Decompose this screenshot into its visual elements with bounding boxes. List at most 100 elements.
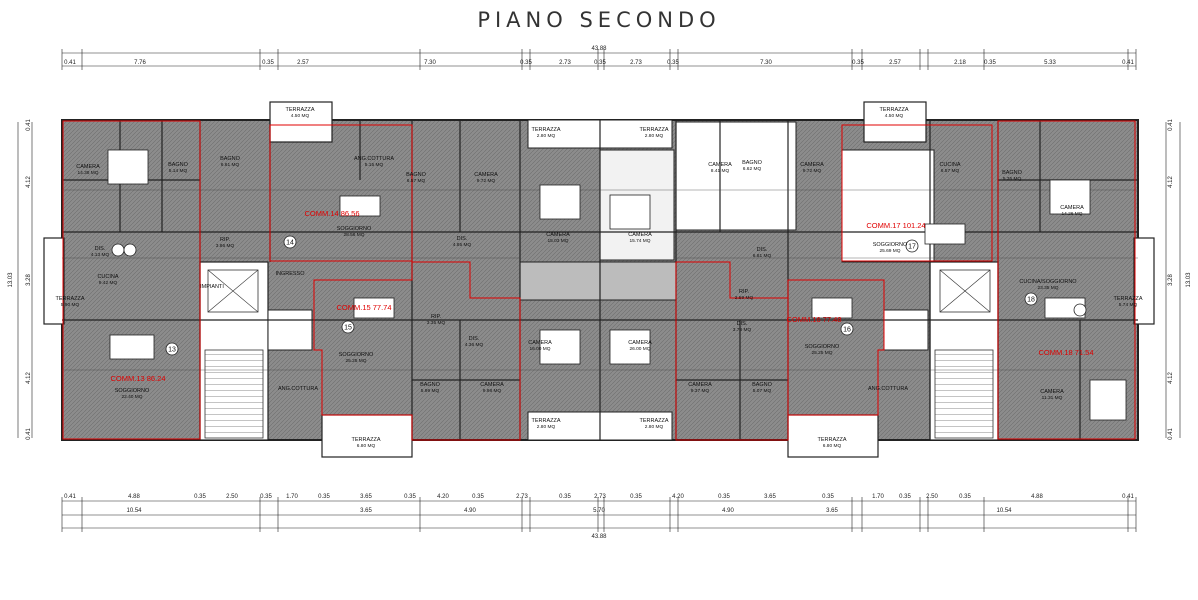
bottom-dimension-label: 0.35 — [194, 494, 206, 500]
bottom-dimension-label: 4.20 — [672, 494, 684, 500]
right-dimension-label: 0.41 — [1168, 428, 1174, 440]
room-name: TERRAZZA — [879, 107, 908, 113]
room-name: CAMERA — [628, 340, 652, 346]
top-dimension-label: 7.30 — [760, 60, 772, 66]
room-name: CAMERA — [688, 382, 712, 388]
unit-number: 14 — [286, 240, 294, 247]
unit-label: COMM.14 86.56 — [304, 209, 359, 218]
unit-number-circle — [840, 322, 854, 336]
room-name: RIP. — [431, 314, 441, 320]
room-area: 15.74 MQ — [629, 238, 650, 244]
room-area: 5.15 MQ — [365, 162, 384, 168]
top-dimension-label: 0.41 — [1122, 60, 1134, 66]
left-dimension-label: 3.28 — [26, 274, 32, 286]
room-name: CAMERA — [628, 232, 652, 238]
room-area: 6.62 MQ — [743, 166, 762, 172]
room-name: BAGNO — [1002, 170, 1023, 176]
bottom-dimension-label: 2.73 — [516, 494, 528, 500]
room-name: BAGNO — [420, 382, 441, 388]
bottom-dimension-label: 4.20 — [437, 494, 449, 500]
room-area: 15.03 MQ — [547, 238, 568, 244]
bottom-dimension-label: 0.35 — [472, 494, 484, 500]
room-name: RIP. — [220, 237, 230, 243]
bottom-dimension-label: 1.70 — [872, 494, 884, 500]
bottom-dimension-label: 1.70 — [286, 494, 298, 500]
room-name: RIP. — [739, 289, 749, 295]
room-name: ANG.COTTURA — [354, 156, 394, 162]
bottom-dimension-label: 0.35 — [318, 494, 330, 500]
room-area: 6.57 MQ — [407, 178, 426, 184]
room-name: SOGGIORNO — [339, 352, 374, 358]
room-area: 6.80 MQ — [823, 443, 842, 449]
room-name: TERRAZZA — [1113, 296, 1142, 302]
room-name: CAMERA — [1040, 389, 1064, 395]
room-name: ANG.COTTURA — [868, 386, 908, 392]
room-name: BAGNO — [752, 382, 773, 388]
room-area: 9.72 MQ — [477, 178, 496, 184]
room-area: 4.36 MQ — [465, 342, 484, 348]
room-name: TERRAZZA — [817, 437, 846, 443]
room-area: 6.57 MQ — [941, 168, 960, 174]
bottom-total-dimension: 43.88 — [591, 534, 607, 540]
room-name: TERRAZZA — [531, 418, 560, 424]
room-area: 9.42 MQ — [99, 280, 118, 286]
bottom-dimension-label: 2.50 — [926, 494, 938, 500]
right-dimension-label: 4.12 — [1168, 372, 1174, 384]
left-dimension-label: 4.12 — [26, 176, 32, 188]
room-area: 4.50 MQ — [885, 113, 904, 119]
unit-label: COMM.17 101.24 — [866, 221, 925, 230]
top-dimension-label: 5.33 — [1044, 60, 1056, 66]
building-footprint — [43, 101, 1155, 458]
room-name: CUCINA/SOGGIORNO — [1019, 279, 1077, 285]
room-area: 22.40 MQ — [121, 394, 142, 400]
unit-number: 17 — [908, 244, 916, 251]
room-area: 25.25 MQ — [345, 358, 366, 364]
room-area: 28.56 MQ — [343, 232, 364, 238]
room-name: TERRAZZA — [351, 437, 380, 443]
top-dimension-label: 0.35 — [852, 60, 864, 66]
top-dimension-label: 0.35 — [262, 60, 274, 66]
left-dimension-label: 0.41 — [26, 428, 32, 440]
dimension-lines — [17, 52, 1181, 529]
room-area: 3.86 MQ — [216, 243, 235, 249]
bottom-dimension-label: 2.73 — [594, 494, 606, 500]
room-area: 14.38 MQ — [77, 170, 98, 176]
room-name: DIS. — [469, 336, 480, 342]
right-dimension-labels: 0.414.123.284.120.41 — [1168, 119, 1174, 440]
top-dimension-label: 2.18 — [954, 60, 966, 66]
room-area: 2.59 MQ — [735, 295, 754, 301]
top-dimension-label: 2.73 — [559, 60, 571, 66]
room-area: 5.90 MQ — [61, 302, 80, 308]
bottom-dimension-label: 0.35 — [559, 494, 571, 500]
unit-number-circle — [165, 342, 179, 356]
bottom-dimension-label: 4.90 — [464, 508, 476, 514]
room-area: 2.80 MQ — [645, 424, 664, 430]
left-total-dimension: 13.03 — [8, 272, 14, 288]
unit-label: COMM.16 77.48 — [786, 315, 841, 324]
right-dimension-label: 4.12 — [1168, 176, 1174, 188]
room-area: 4.50 MQ — [291, 113, 310, 119]
bottom-dimension-label: 3.65 — [360, 494, 372, 500]
room-area: 25.25 MQ — [811, 350, 832, 356]
top-dimension-label: 2.73 — [630, 60, 642, 66]
unit-number-circle — [283, 235, 297, 249]
room-name: CAMERA — [800, 162, 824, 168]
bottom-dimension-label: 0.35 — [630, 494, 642, 500]
room-name: TERRAZZA — [285, 107, 314, 113]
unit-number: 16 — [843, 327, 851, 334]
room-name: BAGNO — [742, 160, 763, 166]
room-name: BAGNO — [168, 162, 189, 168]
room-name: SOGGIORNO — [115, 388, 150, 394]
top-dimension-label: 7.30 — [424, 60, 436, 66]
room-name: CUCINA — [97, 274, 118, 280]
room-area: 5.14 MQ — [169, 168, 188, 174]
top-dimension-label: 0.35 — [667, 60, 679, 66]
bottom-dimension-label: 0.35 — [718, 494, 730, 500]
left-dimension-label: 0.41 — [26, 119, 32, 131]
room-name: TERRAZZA — [639, 127, 668, 133]
